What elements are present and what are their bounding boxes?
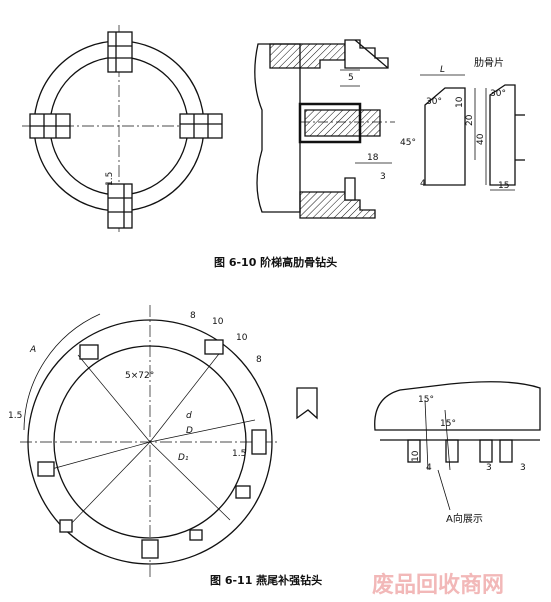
- angle-15-b: 15°: [440, 419, 456, 429]
- dim-5: 5: [348, 73, 354, 83]
- ring-view-bottom: [20, 305, 280, 580]
- angle-30-left: 30°: [426, 97, 442, 107]
- dim-1-5-top: 1.5: [105, 172, 115, 186]
- dim-1-5-right: 1.5: [232, 449, 246, 459]
- stepped-section-view: [254, 39, 395, 219]
- dim-18: 18: [367, 153, 379, 163]
- angle-30-right: 30°: [490, 89, 506, 99]
- a-direction-view: [374, 381, 541, 511]
- rib-piece-view: [420, 74, 525, 191]
- dim-d: d: [186, 411, 192, 421]
- angle-45: 45°: [400, 138, 416, 148]
- dim-4: 4: [420, 179, 426, 189]
- dim-10-v: 10: [411, 450, 421, 462]
- dim-D1: D₁: [178, 453, 189, 463]
- dim-D: D: [186, 426, 193, 436]
- dim-4-b: 4: [426, 463, 432, 473]
- dim-3: 3: [380, 172, 386, 182]
- dim-10: 10: [455, 96, 465, 108]
- view-label: A向展示: [446, 512, 483, 525]
- ring-view-top: [22, 25, 223, 232]
- dim-3-b: 3: [520, 463, 526, 473]
- rib-piece-label: 肋骨片: [474, 56, 504, 69]
- dovetail-piece: [296, 387, 318, 420]
- dim-15: 15: [498, 181, 509, 191]
- dim-3-a: 3: [486, 463, 492, 473]
- dim-20: 20: [465, 114, 475, 126]
- dim-8-b: 8: [256, 355, 262, 365]
- caption-fig-6-10: 图 6-10 阶梯高肋骨钻头: [214, 255, 337, 269]
- dim-A: A: [29, 345, 36, 355]
- angle-15-a: 15°: [418, 395, 434, 405]
- angle-5x72: 5×72°: [125, 371, 154, 381]
- watermark: 废品回收商网: [372, 572, 504, 598]
- dim-40: 40: [476, 133, 486, 145]
- dim-1-5-left: 1.5: [8, 411, 22, 421]
- figure-6-11: A 1.5 1.5 8 10 10 8 5×72° d D D₁ 15° 15°…: [8, 305, 541, 587]
- dim-10-b: 10: [236, 333, 248, 343]
- dim-10-a: 10: [212, 317, 224, 327]
- dim-8-a: 8: [190, 311, 196, 321]
- figure-6-10: 1.5 5 18 3: [22, 25, 525, 269]
- dim-L: L: [440, 65, 445, 75]
- caption-fig-6-11: 图 6-11 燕尾补强钻头: [210, 573, 322, 587]
